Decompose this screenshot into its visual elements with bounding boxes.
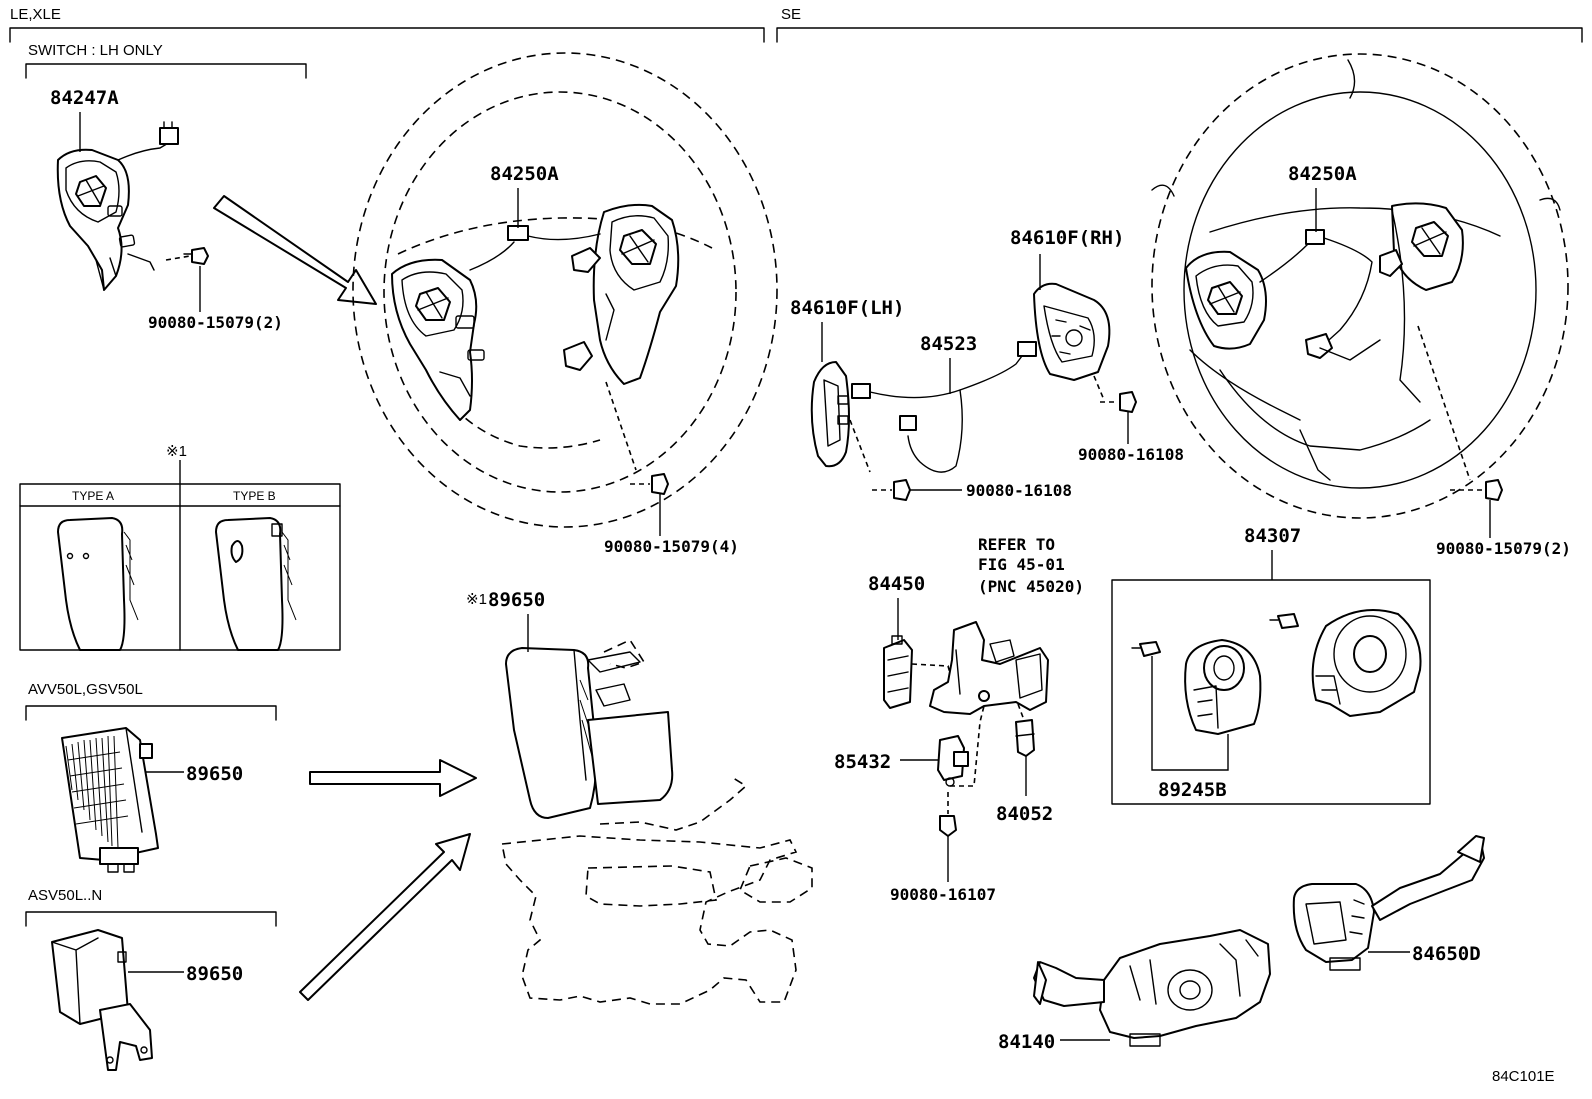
- label-84610F-rh: 84610F(RH): [1010, 227, 1124, 249]
- wire-harness-84523: [851, 341, 1037, 473]
- refer-line3: (PNC 45020): [978, 577, 1084, 596]
- arrow-avv-to-module: [309, 759, 477, 797]
- label-84052: 84052: [996, 803, 1053, 825]
- avv-note: AVV50L,GSV50L: [25, 681, 277, 721]
- part-84052: [1015, 703, 1035, 757]
- label-89245B: 89245B: [1158, 779, 1227, 801]
- label-89650-center-marker: ※1: [466, 591, 487, 608]
- label-90080-16108-b: 90080-16108: [1078, 445, 1184, 464]
- spiral-cable-89245B: [1131, 639, 1262, 735]
- label-84307: 84307: [1244, 525, 1301, 547]
- arrow-asv-to-module: [299, 833, 471, 1001]
- section-bracket-se: [776, 27, 1583, 43]
- label-89650-asv: 89650: [186, 963, 243, 985]
- avv-note-bracket: [25, 705, 277, 721]
- type-box-marker: ※1: [166, 443, 187, 460]
- label-84450: 84450: [868, 573, 925, 595]
- asv-note-label: ASV50L..N: [28, 887, 102, 904]
- bolt-90080-16107: [939, 792, 957, 837]
- bracket-assembly: [911, 621, 1049, 715]
- label-90080-16108-a: 90080-16108: [966, 481, 1072, 500]
- switch-84610F-lh: [810, 361, 871, 473]
- section-se: SE: [776, 6, 1583, 43]
- switch-note-label: SWITCH : LH ONLY: [28, 42, 163, 59]
- avv-note-label: AVV50L,GSV50L: [28, 681, 143, 698]
- section-label-se: SE: [781, 6, 801, 23]
- steering-wheel-le: [352, 52, 778, 528]
- sensor-89650-asv: [51, 929, 153, 1071]
- label-89650-avv: 89650: [186, 763, 243, 785]
- section-le-xle: LE,XLE: [9, 6, 765, 43]
- label-90080-15079-4: 90080-15079(4): [604, 537, 739, 556]
- type-b-label: TYPE B: [233, 489, 276, 503]
- bolt-90080-16108-a: [872, 479, 911, 501]
- label-90080-16107: 90080-16107: [890, 885, 996, 904]
- label-84250A-left: 84250A: [490, 163, 559, 185]
- spiral-cable-assembly: [1269, 609, 1422, 717]
- label-85432: 85432: [834, 751, 891, 773]
- label-84523: 84523: [920, 333, 977, 355]
- asv-note: ASV50L..N: [25, 887, 277, 927]
- steering-wheel-se: [1151, 53, 1569, 519]
- section-label-le-xle: LE,XLE: [10, 6, 61, 23]
- section-bracket-le-xle: [9, 27, 765, 43]
- label-89650-center: 89650: [488, 589, 545, 611]
- airbag-sensor-assembly: [501, 638, 813, 1005]
- switch-84140: [1033, 929, 1271, 1047]
- leader-89245B: [1151, 656, 1229, 771]
- refer-line2: FIG 45-01: [978, 555, 1065, 574]
- bolt-90080-15079-right: [1450, 479, 1503, 501]
- bolt-90080-15079-4: [630, 473, 669, 495]
- label-84140: 84140: [998, 1031, 1055, 1053]
- arrow-to-le-wheel: [213, 195, 377, 305]
- bolt-90080-15079-left: [165, 247, 209, 265]
- refer-line1: REFER TO: [978, 535, 1055, 554]
- part-85432: [937, 705, 985, 787]
- switch-note-bracket: [25, 63, 307, 79]
- sensor-89650-avv: [61, 727, 159, 873]
- switch-84650D: [1292, 835, 1485, 971]
- label-84650D: 84650D: [1412, 943, 1481, 965]
- switch-84610F-rh: [1033, 282, 1111, 401]
- figure-code: 84C101E: [1492, 1068, 1555, 1085]
- part-84450: [883, 635, 913, 709]
- refer-note: REFER TO FIG 45-01 (PNC 45020): [978, 535, 1084, 596]
- label-84247A: 84247A: [50, 87, 119, 109]
- asv-note-bracket: [25, 911, 277, 927]
- label-90080-15079-2-left: 90080-15079(2): [148, 313, 283, 332]
- type-a-label: TYPE A: [72, 489, 114, 503]
- switch-note: SWITCH : LH ONLY: [25, 42, 307, 79]
- label-90080-15079-2-right: 90080-15079(2): [1436, 539, 1571, 558]
- box-84307: [1111, 579, 1431, 805]
- label-84610F-lh: 84610F(LH): [790, 297, 904, 319]
- bolt-90080-16108-b: [1100, 391, 1137, 413]
- switch-84247A: [56, 121, 179, 291]
- type-box: ※1 TYPE A TYPE B: [19, 443, 341, 651]
- label-84250A-right: 84250A: [1288, 163, 1357, 185]
